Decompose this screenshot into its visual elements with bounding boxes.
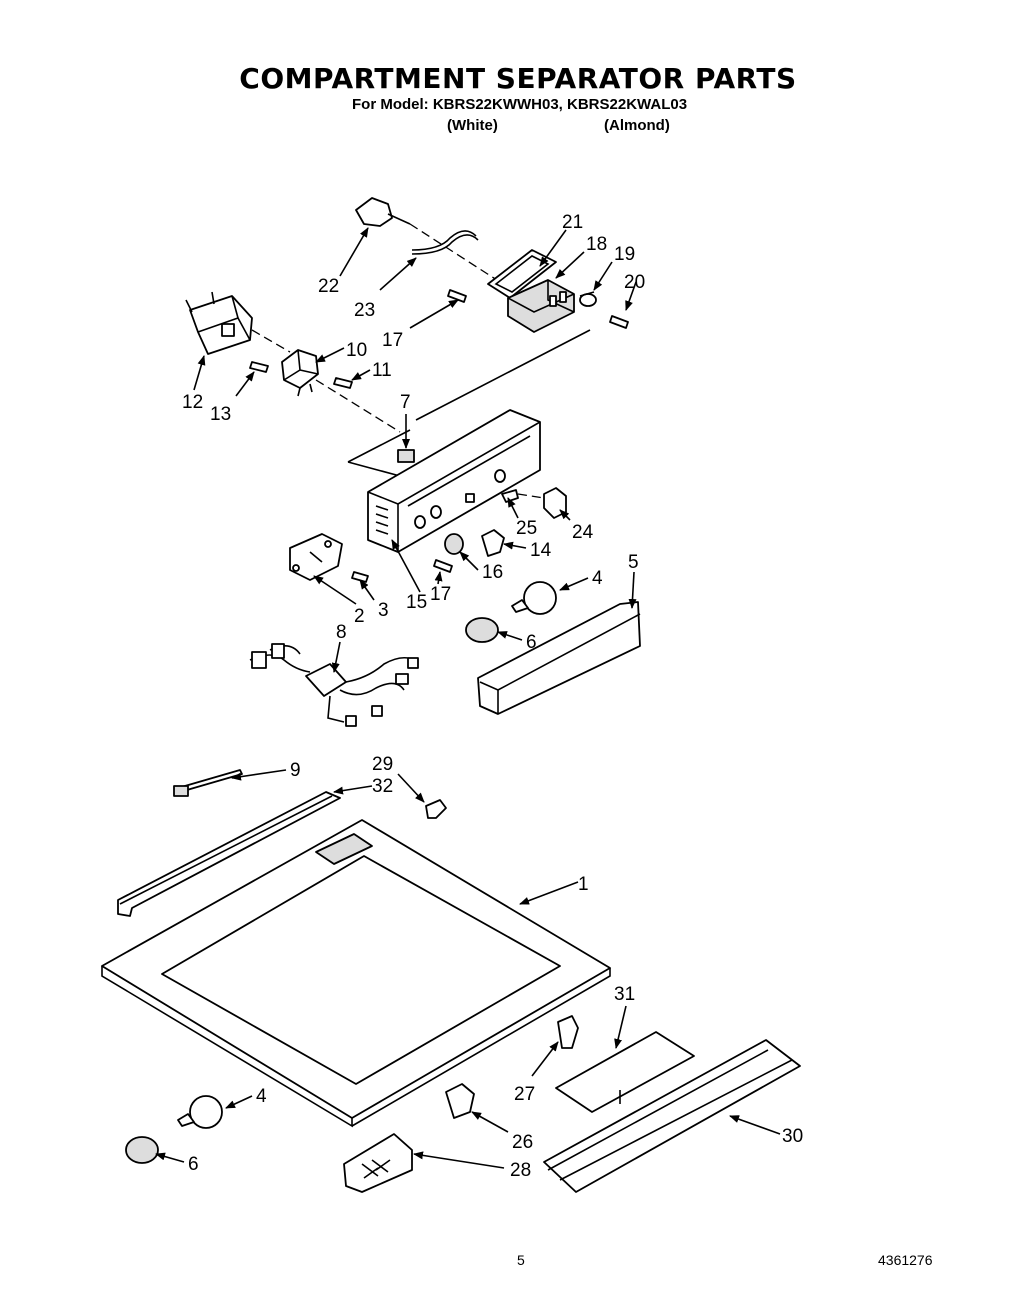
part-4-bulb-lower xyxy=(177,1095,223,1129)
callout-22: 22 xyxy=(318,276,339,297)
page-title: COMPARTMENT SEPARATOR PARTS xyxy=(239,62,797,95)
callout-7: 7 xyxy=(400,392,411,413)
part-6-lens-lower xyxy=(125,1136,159,1164)
leader-arrows xyxy=(155,227,781,1169)
color-label-almond: (Almond) xyxy=(604,117,670,134)
callout-19: 19 xyxy=(614,244,635,265)
callout-16: 16 xyxy=(482,562,503,583)
callout-6-upper: 6 xyxy=(526,632,537,653)
part-26-switch xyxy=(445,1083,475,1119)
part-12-bracket xyxy=(185,291,253,355)
document-number: 4361276 xyxy=(878,1252,933,1268)
part-23-wire xyxy=(411,230,479,255)
part-15-housing xyxy=(367,409,541,553)
callout-24: 24 xyxy=(572,522,594,543)
part-1-shelf xyxy=(101,819,611,1128)
callout-21: 21 xyxy=(562,212,583,233)
callout-31: 31 xyxy=(614,984,635,1005)
callout-1: 1 xyxy=(578,874,589,895)
part-13-screw xyxy=(249,361,269,373)
callout-11: 11 xyxy=(372,360,392,381)
model-numbers: For Model: KBRS22KWWH03, KBRS22KWAL03 xyxy=(352,96,688,113)
callout-27: 27 xyxy=(514,1084,535,1105)
part-16-plug xyxy=(444,533,464,555)
callout-2: 2 xyxy=(354,606,365,627)
part-7-clip xyxy=(397,449,415,463)
part-9-tie xyxy=(173,769,243,797)
callout-3: 3 xyxy=(378,600,389,621)
callout-29: 29 xyxy=(372,754,393,775)
color-label-white: (White) xyxy=(447,117,498,134)
part-20-screw xyxy=(609,315,629,329)
part-17-screw-upper xyxy=(447,289,467,303)
callout-8: 8 xyxy=(336,622,347,643)
callout-14: 14 xyxy=(530,540,552,561)
part-14-knob xyxy=(481,529,505,557)
callout-28: 28 xyxy=(510,1160,531,1181)
callout-18: 18 xyxy=(586,234,607,255)
callout-17-lower: 17 xyxy=(430,584,451,605)
part-18-thermostat xyxy=(507,279,575,333)
part-10-control xyxy=(281,349,319,397)
callout-10: 10 xyxy=(346,340,367,361)
callout-5: 5 xyxy=(628,552,639,573)
callout-12: 12 xyxy=(182,392,203,413)
callout-30: 30 xyxy=(782,1126,803,1147)
callout-25: 25 xyxy=(516,518,537,539)
callout-17-upper: 17 xyxy=(382,330,403,351)
part-19-bushing xyxy=(579,291,597,307)
part-6-lens-upper xyxy=(465,617,499,643)
part-27-clip xyxy=(557,1015,579,1049)
page-number: 5 xyxy=(517,1252,525,1268)
part-32-strip xyxy=(117,791,341,917)
callout-20: 20 xyxy=(624,272,645,293)
part-11-screw xyxy=(333,377,353,389)
part-30-rail xyxy=(543,1039,801,1193)
part-29-fastener xyxy=(425,799,447,819)
part-2-thermostat xyxy=(289,533,343,581)
callout-6-lower: 6 xyxy=(188,1154,199,1175)
part-28-bracket xyxy=(343,1133,413,1193)
callout-15: 15 xyxy=(406,592,427,613)
callout-23: 23 xyxy=(354,300,375,321)
callout-9: 9 xyxy=(290,760,301,781)
callout-13: 13 xyxy=(210,404,231,425)
part-callouts: 1 2 3 4 4 5 6 6 7 8 9 10 11 12 13 14 15 … xyxy=(182,212,803,1181)
part-22-knob xyxy=(355,197,411,227)
part-5-trim xyxy=(477,601,641,715)
callout-26: 26 xyxy=(512,1132,533,1153)
part-17-screw-lower xyxy=(433,559,453,573)
callout-4-upper: 4 xyxy=(592,568,603,589)
part-31-cover xyxy=(555,1031,695,1113)
callout-4-lower: 4 xyxy=(256,1086,267,1107)
part-8-harness xyxy=(249,643,419,727)
callout-32: 32 xyxy=(372,776,393,797)
part-4-bulb-upper xyxy=(511,581,557,615)
part-25-clip xyxy=(501,489,519,503)
